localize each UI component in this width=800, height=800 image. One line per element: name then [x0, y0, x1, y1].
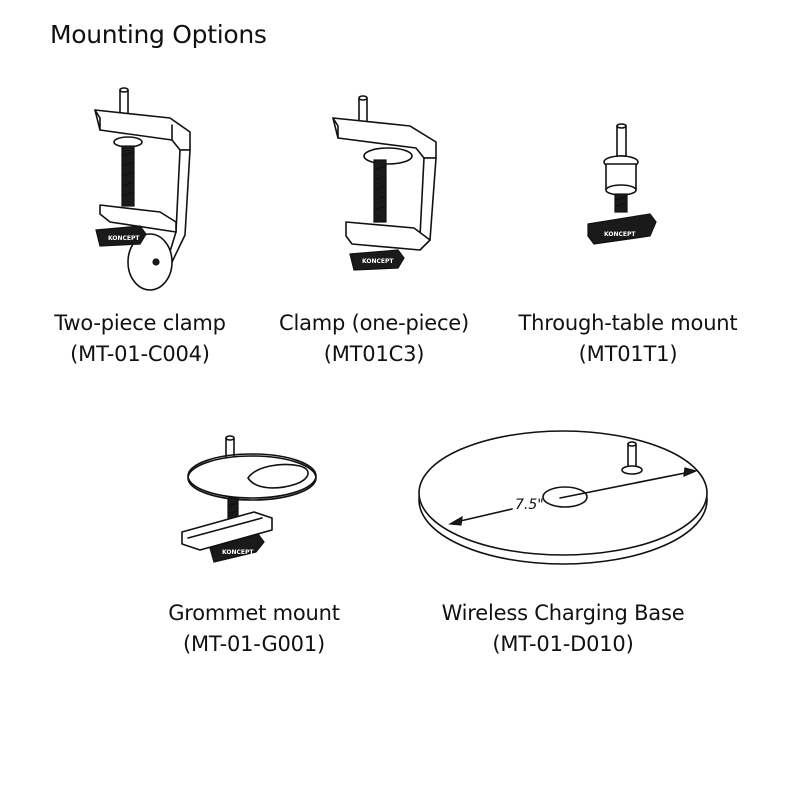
mount-name: Through-table mount — [518, 311, 738, 335]
brand-mark-text: KONCEPT — [222, 549, 254, 556]
mount-name: Wireless Charging Base — [441, 601, 685, 625]
mount-code: (MT-01-G001) — [182, 632, 325, 656]
base-diameter-label: 7.5" — [515, 497, 544, 513]
mount-code: (MT01T1) — [578, 342, 678, 366]
caption-through-table: Through-table mount (MT01T1) — [508, 308, 748, 370]
page-title: Mounting Options — [50, 20, 267, 49]
mount-code: (MT-01-C004) — [70, 342, 210, 366]
brand-mark-text: KONCEPT — [108, 235, 140, 242]
mount-name: Clamp (one-piece) — [278, 311, 470, 335]
caption-grommet: Grommet mount (MT-01-G001) — [142, 598, 366, 660]
diameter-arrow-left — [448, 515, 463, 526]
mount-name: Grommet mount — [168, 601, 340, 625]
caption-two-piece-clamp: Two-piece clamp (MT-01-C004) — [30, 308, 250, 370]
mount-name: Two-piece clamp — [54, 311, 226, 335]
diameter-arrow-right — [683, 467, 698, 477]
mount-code: (MT01C3) — [323, 342, 425, 366]
brand-mark-text: KONCEPT — [362, 258, 394, 265]
mount-code: (MT-01-D010) — [492, 632, 634, 656]
caption-one-piece-clamp: Clamp (one-piece) (MT01C3) — [264, 308, 484, 370]
brand-mark-text: KONCEPT — [604, 231, 636, 238]
caption-wireless-charging-base: Wireless Charging Base (MT-01-D010) — [420, 598, 706, 660]
